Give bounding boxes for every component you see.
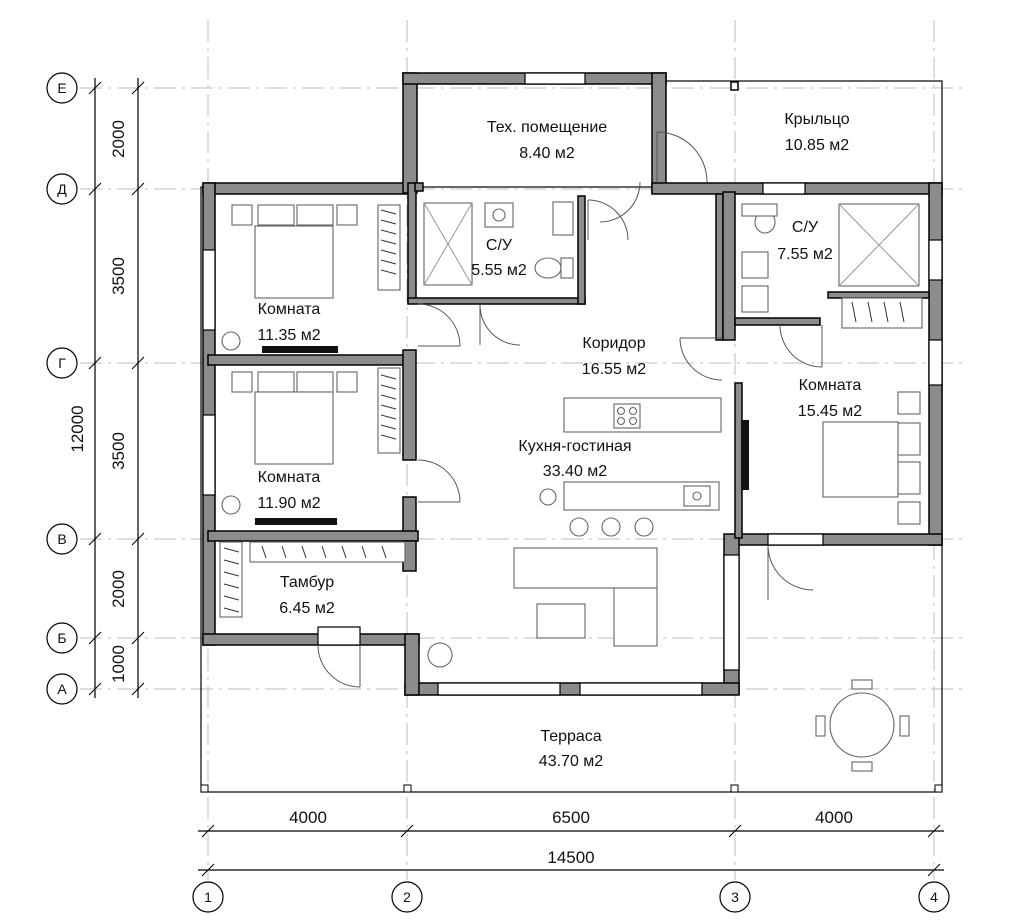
axis-label: 3 <box>731 889 739 905</box>
room-area: 15.45 м2 <box>798 403 862 420</box>
dimension-label: 3500 <box>109 432 128 470</box>
dimension-total: 12000 <box>68 405 87 452</box>
axis-label: Д <box>57 181 67 197</box>
axis-label: 1 <box>204 889 212 905</box>
room-area: 11.90 м2 <box>257 495 320 512</box>
dimension-total: 14500 <box>547 848 594 867</box>
dimension-label: 6500 <box>552 808 590 827</box>
axis-label: Е <box>57 80 66 96</box>
room-name: Комната <box>258 301 321 318</box>
axis-markers-rows: Е Д Г В Б А <box>46 72 78 705</box>
axis-label: 4 <box>930 889 938 905</box>
room-name: Комната <box>799 377 862 394</box>
dimension-label: 3500 <box>109 257 128 295</box>
room-name: Комната <box>258 469 321 486</box>
dimension-label: 2000 <box>109 120 128 158</box>
dimension-label: 4000 <box>289 808 327 827</box>
room-name: Коридор <box>582 335 645 352</box>
room-area: 16.55 м2 <box>582 361 646 378</box>
dimension-label: 1000 <box>109 645 128 683</box>
axis-label: 2 <box>403 889 411 905</box>
dimension-bottom: 4000 6500 4000 14500 <box>198 808 944 877</box>
room-area: 43.70 м2 <box>539 753 603 770</box>
axis-label: Г <box>58 355 66 371</box>
axis-markers-cols: 1 2 3 4 <box>192 881 950 913</box>
axis-label: А <box>57 681 67 697</box>
axis-label: В <box>57 531 66 547</box>
interior-walls <box>207 182 930 572</box>
axis-label: Б <box>57 630 66 646</box>
dimension-left: 2000 3500 3500 2000 1000 12000 <box>68 78 145 698</box>
room-name: С/У <box>486 237 513 254</box>
room-area: 8.40 м2 <box>519 145 575 162</box>
dimension-label: 2000 <box>109 570 128 608</box>
doors <box>317 131 823 688</box>
room-name: Кухня-гостиная <box>518 438 631 455</box>
room-name: Тех. помещение <box>487 119 607 136</box>
room-area: 33.40 м2 <box>543 463 607 480</box>
room-name: Терраса <box>540 728 601 745</box>
room-area: 7.55 м2 <box>777 246 833 263</box>
room-name: Тамбур <box>280 574 334 591</box>
room-name: С/У <box>792 219 819 236</box>
furniture <box>219 201 923 772</box>
room-area: 10.85 м2 <box>785 137 849 154</box>
dimension-label: 4000 <box>815 808 853 827</box>
axis-grid <box>80 20 965 880</box>
room-area: 6.45 м2 <box>279 600 335 617</box>
room-area: 11.35 м2 <box>257 327 320 344</box>
room-labels: Тех. помещение 8.40 м2 Крыльцо 10.85 м2 … <box>257 111 862 770</box>
room-name: Крыльцо <box>784 111 849 128</box>
room-area: 5.55 м2 <box>471 262 527 279</box>
windows <box>202 72 943 696</box>
